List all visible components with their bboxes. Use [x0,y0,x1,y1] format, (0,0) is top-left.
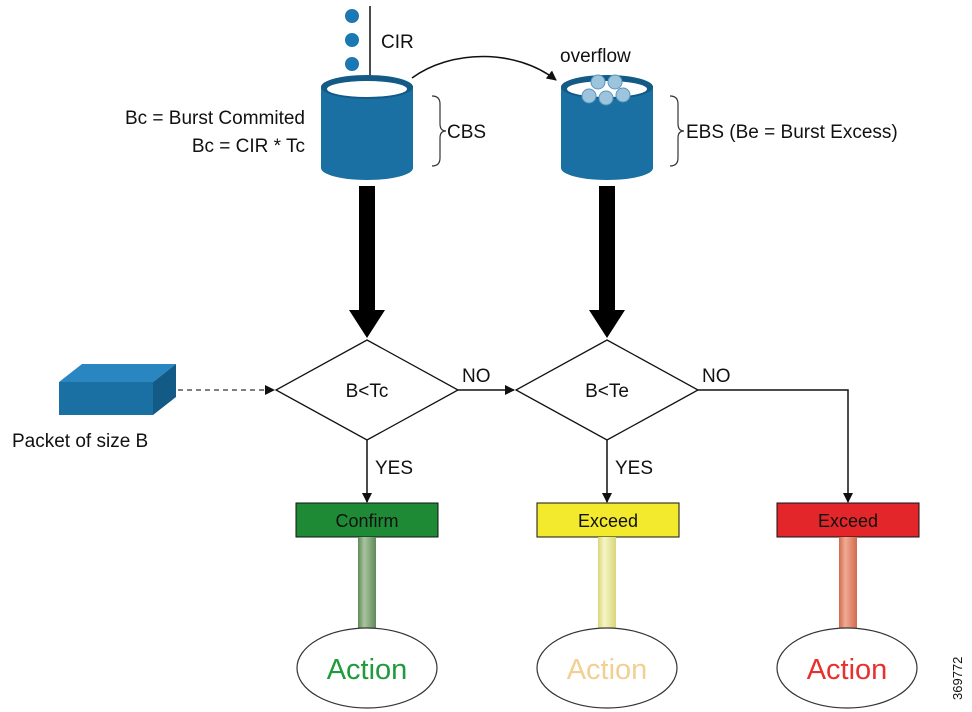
no-arrow-excess [698,389,853,503]
overflow-label: overflow [560,46,631,67]
action-label-exceed-red: Action [807,654,888,686]
committed-drain-arrow [349,186,385,338]
yes-label-excess: YES [615,458,653,479]
packet-label: Packet of size B [12,431,148,452]
burst-committed-formula: Bc = Burst Commited [125,108,305,129]
action-pipe-exceed-red [839,537,857,630]
figure-id: 369772 [950,657,965,700]
overflow-arrow [411,55,557,81]
no-label-excess: NO [702,366,731,387]
action-label-exceed-yellow: Action [567,654,648,686]
cir-label: CIR [381,32,414,53]
action-ellipse-exceed-red [776,627,918,709]
cbs-label: CBS [447,122,486,143]
excess-tokens [581,74,631,106]
committed-bucket [321,75,413,180]
no-label-committed: NO [462,366,491,387]
action-label-confirm: Action [327,654,408,686]
action-ellipse-confirm [296,627,438,709]
decision-condition-committed: B<Tc [346,381,389,402]
ebs-label: EBS (Be = Burst Excess) [686,122,898,143]
cbs-bracket [431,95,447,167]
outcome-label-exceed-yellow: Exceed [578,511,638,531]
cir-tokens [345,9,359,71]
excess-drain-arrow [589,186,625,338]
excess-bucket [561,74,653,180]
yes-label-committed: YES [375,458,413,479]
action-pipe-exceed-yellow [598,537,616,630]
burst-committed-equation: Bc = CIR * Tc [192,136,305,157]
outcome-label-exceed-red: Exceed [818,511,878,531]
decision-condition-excess: B<Te [585,381,629,402]
action-pipe-confirm [358,537,376,630]
outcome-box-exceed-red [776,502,920,538]
outcome-box-exceed-yellow [536,502,680,538]
ebs-bracket [669,95,685,167]
packet-box [59,364,176,415]
action-ellipse-exceed-yellow [536,627,678,709]
outcome-label-confirm: Confirm [335,511,398,531]
outcome-box-confirm [295,502,439,538]
